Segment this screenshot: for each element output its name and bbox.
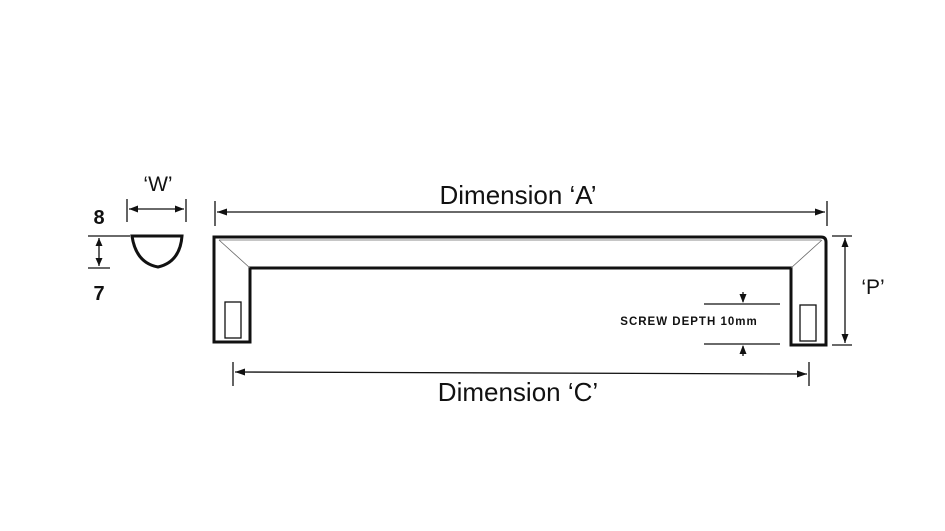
profile-bottom-value: 7 [93, 283, 104, 305]
height-arrow-top [95, 238, 103, 246]
screw-hole-right [799, 304, 817, 342]
dimension-c-line [234, 371, 808, 375]
screw-depth-callout: SCREW DEPTH 10mm [620, 292, 780, 356]
projection-arrow-top [841, 238, 849, 247]
screw-depth-arrow-bottom [739, 345, 747, 354]
dimension-a-arrow-left [217, 208, 227, 216]
profile-top-value: 8 [93, 207, 104, 229]
dimension-a: Dimension ‘A’ [214, 180, 828, 226]
width-label: ‘W’ [143, 173, 172, 196]
screw-hole-left [224, 301, 242, 339]
dimension-c-arrow-right [797, 370, 807, 378]
dimension-c: Dimension ‘C’ [232, 362, 810, 407]
dimension-a-arrow-right [815, 208, 825, 216]
corner-bevel-left [218, 239, 251, 269]
dimension-c-arrow-left [235, 368, 245, 376]
projection-dimension: ‘P’ [832, 235, 885, 346]
profile-section: ‘W’ 8 7 [88, 173, 187, 305]
handle-outline [212, 235, 828, 347]
projection-label: ‘P’ [861, 276, 884, 299]
dimension-c-label: Dimension ‘C’ [438, 377, 598, 407]
corner-bevel-right [790, 239, 823, 269]
width-arrow-right [175, 205, 184, 213]
handle-body [212, 235, 828, 347]
profile-shape [130, 234, 184, 269]
width-arrow-left [129, 205, 138, 213]
screw-depth-arrow-top [739, 294, 747, 303]
dimension-a-label: Dimension ‘A’ [439, 180, 596, 210]
screw-depth-label: SCREW DEPTH 10mm [620, 316, 757, 328]
projection-arrow-bottom [841, 334, 849, 343]
height-arrow-bottom [95, 258, 103, 266]
